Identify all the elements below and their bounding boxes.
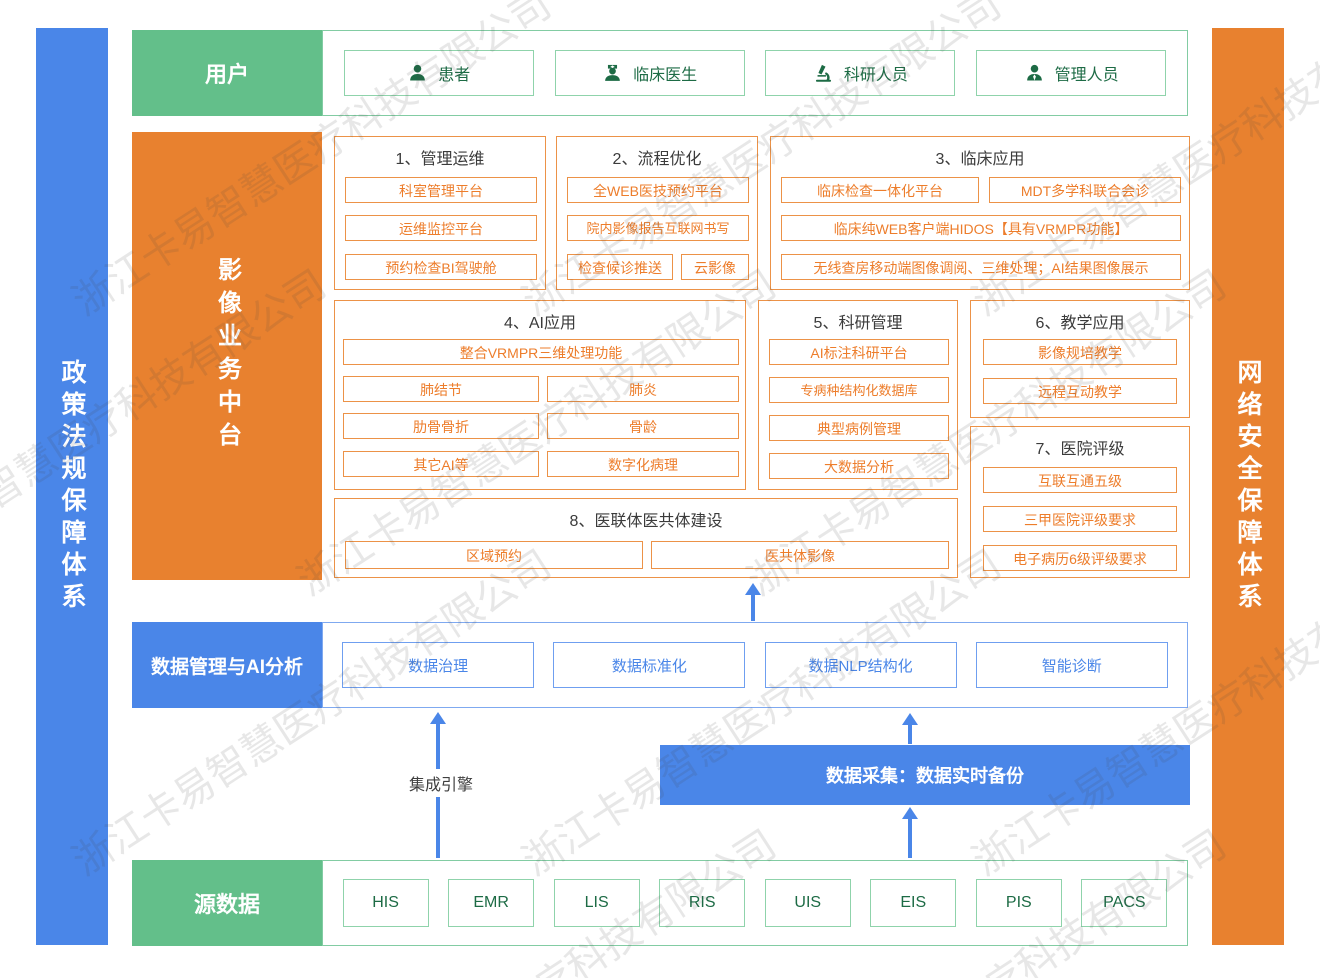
source-system-box: HIS (342, 879, 429, 927)
flow-arrow-up-to-databand (908, 724, 912, 744)
manager-icon (1026, 64, 1042, 80)
section-title: 2、流程优化 (612, 151, 702, 168)
user-box-clinician: 临床医生 (554, 50, 745, 96)
source-system-box: PACS (1081, 879, 1168, 927)
feature-box: 影像规培教学 (983, 339, 1177, 365)
imaging-platform-label-block: 影像业务中台 (132, 132, 322, 580)
section-6-teaching-application: 6、教学应用 影像规培教学 远程互动教学 (970, 300, 1190, 418)
user-box-manager: 管理人员 (976, 50, 1167, 96)
flow-arrow-up-to-platform (751, 594, 755, 621)
source-band-content: HIS EMR LIS RIS UIS EIS PIS PACS (322, 860, 1188, 946)
source-system-box: PIS (975, 879, 1062, 927)
feature-box: 临床纯WEB客户端HIDOS【具有VRMPR功能】 (781, 215, 1181, 241)
imaging-platform-label: 影像业务中台 (213, 257, 241, 455)
network-security-bar: 网络安全保障体系 (1212, 28, 1284, 945)
feature-box: MDT多学科联合会诊 (989, 177, 1181, 203)
users-band-label: 用户 (132, 30, 322, 116)
section-title: 1、管理运维 (395, 151, 485, 168)
feature-box: 肋骨骨折 (343, 413, 539, 439)
section-title: 5、科研管理 (813, 315, 903, 332)
feature-box: 区域预约 (345, 541, 643, 569)
section-7-hospital-rating: 7、医院评级 互联互通五级 三甲医院评级要求 电子病历6级评级要求 (970, 426, 1190, 578)
section-title: 7、医院评级 (1035, 441, 1125, 458)
feature-box: 医共体影像 (651, 541, 949, 569)
feature-box: 其它AI等 (343, 451, 539, 477)
users-band-content: 患者 临床医生 科研人员 管理人员 (322, 30, 1188, 116)
source-system-box: RIS (659, 879, 746, 927)
feature-box: 肺结节 (343, 376, 539, 402)
data-function-box: 数据NLP结构化 (764, 642, 957, 688)
section-2-process-optimization: 2、流程优化 全WEB医技预约平台 院内影像报告互联网书写 检查候诊推送 云影像 (556, 136, 758, 290)
source-system-box: LIS (553, 879, 640, 927)
policy-regulation-label: 政策法规保障体系 (58, 358, 86, 615)
feature-box: 无线查房移动端图像调阅、三维处理；AI结果图像展示 (781, 254, 1181, 280)
network-security-label: 网络安全保障体系 (1234, 358, 1262, 615)
section-3-clinical-application: 3、临床应用 临床检查一体化平台 MDT多学科联合会诊 临床纯WEB客户端HID… (770, 136, 1190, 290)
section-8-medical-alliance: 8、医联体医共体建设 区域预约 医共体影像 (334, 498, 958, 578)
feature-box: 检查候诊推送 (567, 254, 673, 280)
data-function-box: 数据标准化 (553, 642, 746, 688)
integration-engine-label: 集成引擎 (403, 769, 479, 797)
flow-arrow-up-to-collection (908, 818, 912, 858)
section-title: 8、医联体医共体建设 (569, 513, 723, 530)
user-box-label: 科研人员 (843, 67, 908, 84)
section-1-management-ops: 1、管理运维 科室管理平台 运维监控平台 预约检查BI驾驶舱 (334, 136, 546, 290)
section-title: 3、临床应用 (935, 151, 1025, 168)
feature-box: 临床检查一体化平台 (781, 177, 979, 203)
feature-box: 典型病例管理 (769, 415, 949, 441)
feature-box: 骨龄 (547, 413, 739, 439)
feature-box: 三甲医院评级要求 (983, 506, 1177, 532)
feature-box: 数字化病理 (547, 451, 739, 477)
doctor-icon (605, 64, 620, 81)
feature-box: 大数据分析 (769, 453, 949, 479)
feature-box: 远程互动教学 (983, 378, 1177, 404)
feature-box: 肺炎 (547, 376, 739, 402)
section-title: 6、教学应用 (1035, 315, 1125, 332)
section-5-research-management: 5、科研管理 AI标注科研平台 专病种结构化数据库 典型病例管理 大数据分析 (758, 300, 958, 490)
source-system-box: EMR (448, 879, 535, 927)
feature-box: 科室管理平台 (345, 177, 537, 203)
feature-box: AI标注科研平台 (769, 339, 949, 365)
feature-box: 互联互通五级 (983, 467, 1177, 493)
microscope-icon (815, 64, 831, 82)
user-box-label: 管理人员 (1054, 67, 1119, 84)
user-box-label: 患者 (438, 67, 471, 84)
feature-box: 电子病历6级评级要求 (983, 545, 1177, 571)
patient-icon (410, 64, 426, 80)
feature-box: 专病种结构化数据库 (769, 377, 949, 403)
source-system-box: UIS (764, 879, 851, 927)
data-ai-band-label: 数据管理与AI分析 (132, 622, 322, 708)
section-title: 4、AI应用 (503, 315, 577, 332)
feature-box: 全WEB医技预约平台 (567, 177, 749, 203)
policy-regulation-bar: 政策法规保障体系 (36, 28, 108, 945)
user-box-researcher: 科研人员 (765, 50, 956, 96)
feature-box: 云影像 (681, 254, 749, 280)
feature-box: 整合VRMPR三维处理功能 (343, 339, 739, 365)
user-box-patient: 患者 (343, 50, 534, 96)
watermark-text: 浙江卡易智慧医疗科技有限公司 (65, 542, 559, 885)
feature-box: 运维监控平台 (345, 215, 537, 241)
feature-box: 院内影像报告互联网书写 (567, 215, 749, 241)
data-collection-box: 数据采集：数据实时备份 (660, 745, 1190, 805)
data-function-box: 数据治理 (342, 642, 535, 688)
source-band-label: 源数据 (132, 860, 322, 946)
data-function-box: 智能诊断 (975, 642, 1168, 688)
source-system-box: EIS (870, 879, 957, 927)
feature-box: 预约检查BI驾驶舱 (345, 254, 537, 280)
section-4-ai-application: 4、AI应用 整合VRMPR三维处理功能 肺结节 肺炎 肋骨骨折 骨龄 其它AI… (334, 300, 746, 490)
user-box-label: 临床医生 (633, 67, 698, 84)
data-ai-band-content: 数据治理 数据标准化 数据NLP结构化 智能诊断 (322, 622, 1188, 708)
